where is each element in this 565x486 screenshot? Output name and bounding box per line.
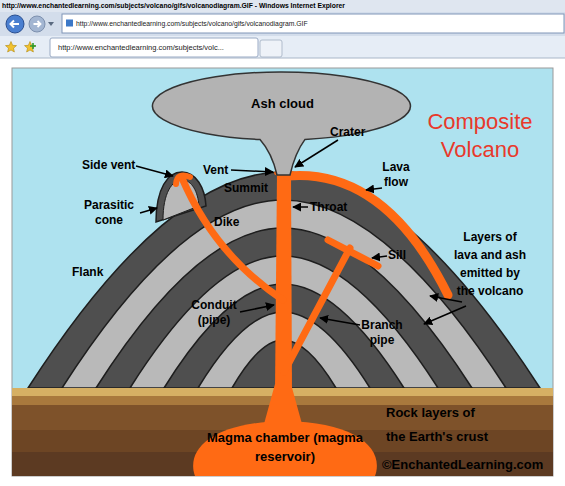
leader-arrow [293, 206, 308, 208]
part-label: Flank [72, 265, 103, 280]
part-label: Crater [330, 125, 365, 140]
side-vent [176, 176, 190, 184]
magma-chamber: Magma chamber (magma reservoir) [185, 418, 385, 476]
new-tab [260, 40, 282, 57]
address-url: http://www.enchantedlearning.com/subject… [76, 19, 308, 29]
part-label: Branch pipe [358, 318, 406, 348]
part-label: Conduit (pipe) [188, 298, 240, 328]
part-label: Summit [224, 181, 268, 196]
part-label: Lava flow [378, 160, 414, 190]
part-label: Dike [214, 215, 239, 230]
ash-cloud-shape [152, 72, 410, 175]
leader-arrow [240, 305, 274, 312]
diagram-title: Composite Volcano [404, 108, 556, 164]
tab-title: http://www.enchantedlearning.com/subject… [58, 42, 224, 53]
add-plus [30, 43, 36, 49]
back-button [6, 15, 24, 33]
lava-flow [288, 176, 448, 295]
leader-arrow [366, 188, 382, 190]
leader-arrow [424, 306, 466, 324]
branch-pipe [284, 248, 350, 372]
browser-tab [50, 38, 258, 57]
address-row [0, 12, 565, 36]
window-title: http://www.enchantedlearning.com/subject… [2, 1, 345, 11]
back-arrow [11, 21, 20, 28]
sill [328, 240, 378, 266]
node-text: Ash cloud [150, 96, 415, 112]
favorites-star [6, 42, 17, 53]
leader-arrow [140, 208, 157, 213]
leader-arrow [295, 140, 338, 167]
part-label: Vent [203, 163, 228, 178]
leader-arrow [231, 170, 273, 172]
part-label: Sill [388, 248, 406, 263]
forward-button [29, 16, 45, 32]
node-text: Magma chamber (magma reservoir) [185, 428, 385, 466]
leader-arrow [136, 166, 173, 176]
magma-chamber-outline [185, 418, 385, 476]
watermark: ©EnchantedLearning.com [382, 457, 543, 473]
magma-chamber-shape [193, 421, 377, 476]
tab-row [0, 36, 565, 58]
title-bar [0, 0, 565, 12]
part-label: Parasitic cone [78, 198, 140, 228]
history-dropdown [48, 22, 54, 26]
add-favorite-star [25, 42, 36, 53]
ash-cloud-outline [150, 68, 415, 176]
chrome-border [0, 58, 565, 59]
dike [182, 178, 283, 300]
part-label: Throat [310, 200, 347, 215]
address-box [62, 14, 564, 33]
forward-arrow [34, 21, 41, 27]
node-text: Rock layers of the Earth's crust [386, 401, 493, 449]
part-label: Layers of lava and ash emitted by the vo… [452, 228, 528, 300]
leader-arrow [372, 256, 387, 258]
part-label: Side vent [82, 158, 135, 173]
ash-cloud: Ash cloud [150, 68, 415, 176]
favicon [66, 20, 73, 27]
leader-arrow [320, 318, 360, 325]
conduit-base [264, 384, 302, 424]
